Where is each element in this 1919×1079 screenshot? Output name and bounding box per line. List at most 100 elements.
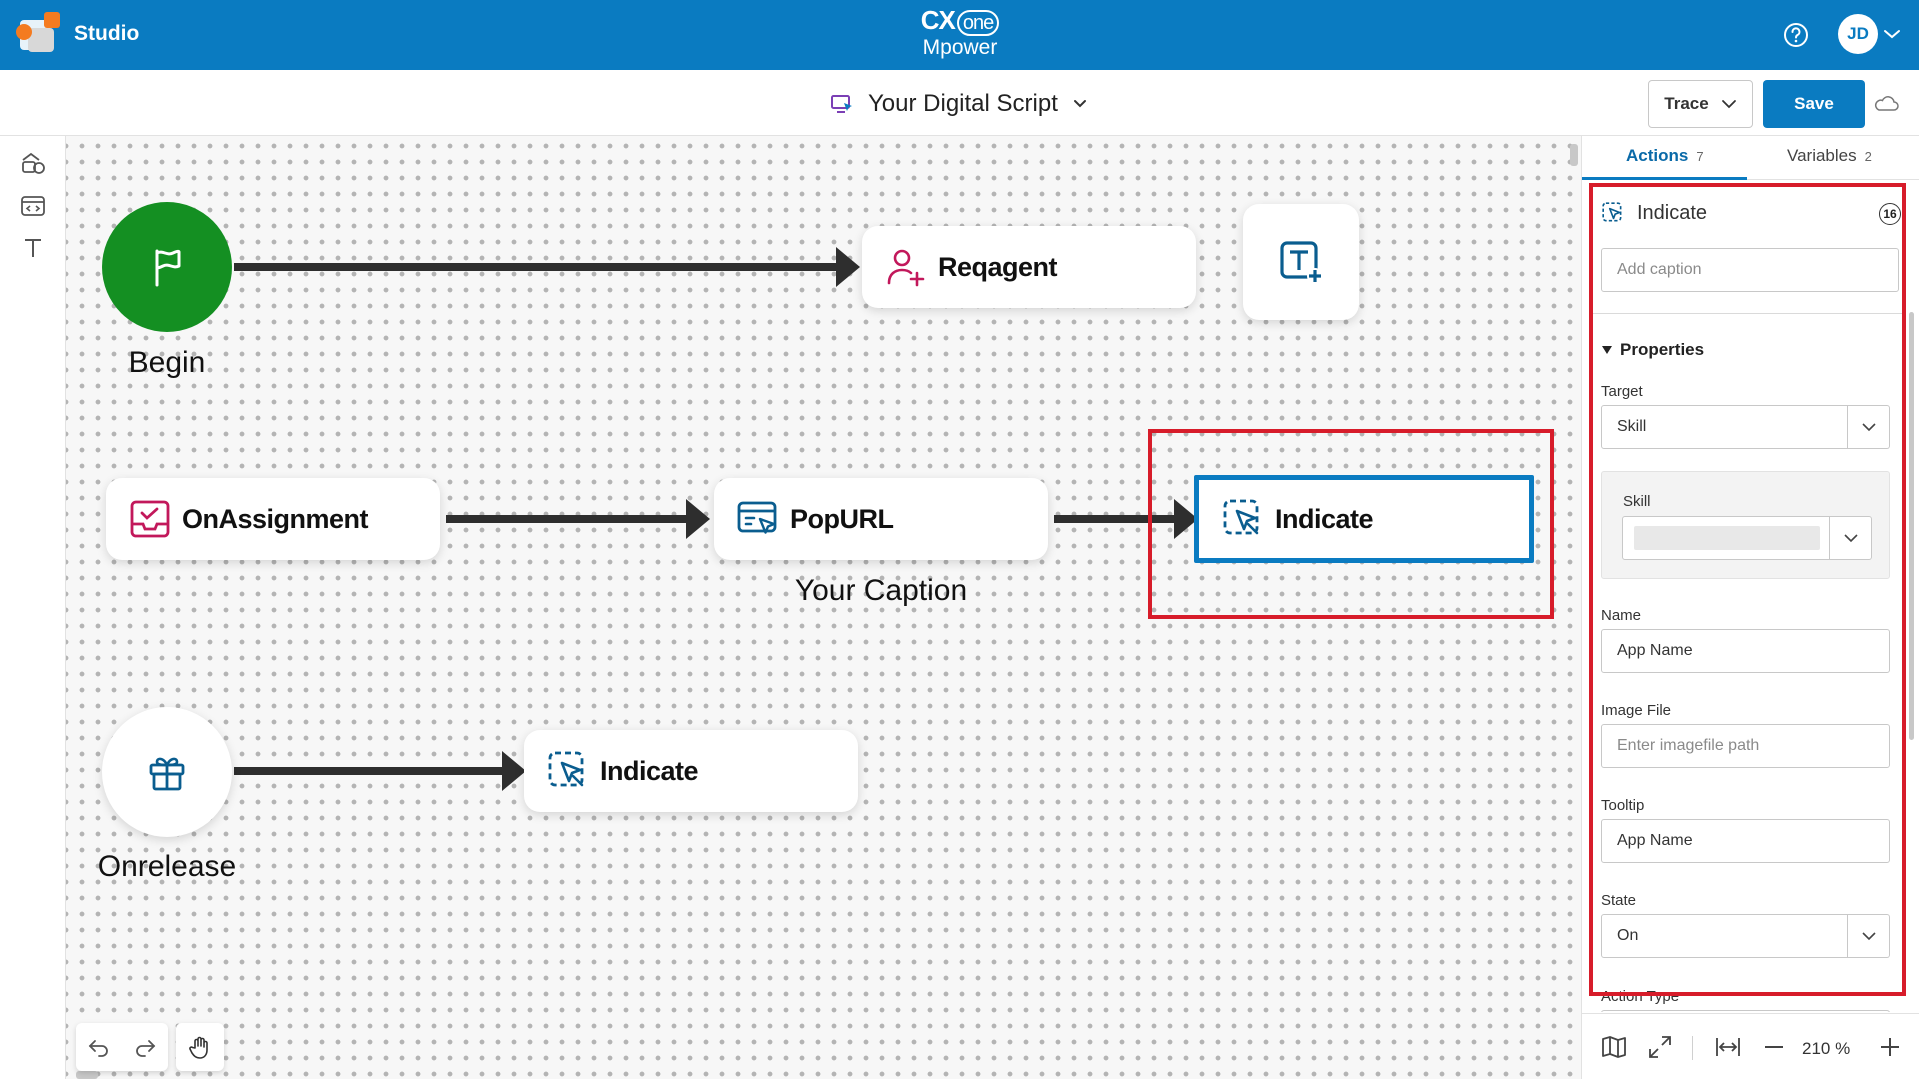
properties-section-toggle[interactable]: Properties [1601,340,1704,360]
map-icon[interactable] [1600,1033,1628,1061]
help-icon[interactable] [1782,21,1810,49]
studio-logo-icon [16,12,60,52]
person-add-icon [887,249,925,287]
target-select[interactable]: Skill [1601,405,1890,449]
tab-actions[interactable]: Actions 7 [1626,146,1704,166]
indicate-node-selected[interactable]: Indicate [1194,475,1534,563]
divider [1692,1036,1693,1060]
cloud-icon [1875,96,1899,111]
tab-variables[interactable]: Variables 2 [1787,146,1872,166]
image-file-input[interactable]: Enter imagefile path [1601,724,1890,768]
chevron-down-icon [1721,100,1736,109]
redo-icon[interactable] [132,1034,158,1060]
indicate-node[interactable]: Indicate [524,730,858,812]
brand-cx: CX [920,5,956,35]
canvas-horizontal-scrollbar[interactable] [76,1071,98,1079]
chevron-down-icon[interactable] [1882,26,1902,42]
text-icon[interactable] [19,234,47,262]
app-name: Studio [74,22,140,45]
pan-hand-button[interactable] [176,1023,224,1071]
node-label: Reqagent [938,251,1058,282]
brand-mpower: Mpower [922,36,998,59]
node-label: PopURL [790,503,894,534]
flag-icon [155,249,181,287]
popurl-node[interactable]: PopURL [714,478,1048,560]
action-type-select-edge[interactable] [1601,1010,1890,1012]
fit-width-icon[interactable] [1714,1033,1742,1061]
chevron-down-icon [1861,423,1876,432]
script-title-dropdown[interactable]: Your Digital Script [830,88,1088,120]
indicate-cursor-icon [1223,499,1259,535]
text-annotation-node[interactable] [1243,204,1359,320]
browser-cursor-icon [737,501,777,534]
node-label: Indicate [1275,503,1374,534]
trace-label: Trace [1664,94,1709,113]
tooltip-input[interactable]: App Name [1601,819,1890,863]
trace-dropdown-button[interactable]: Trace [1648,80,1753,128]
begin-caption: Begin [128,346,206,379]
image-file-label: Image File [1601,702,1672,719]
state-select[interactable]: On [1601,914,1890,958]
tab-label: Variables [1787,146,1857,165]
fullscreen-icon[interactable] [1646,1033,1674,1061]
shapes-icon[interactable] [19,150,47,178]
undo-redo-group [76,1023,168,1071]
chevron-down-icon [1861,932,1876,941]
left-tool-rail [0,136,66,1079]
popurl-caption: Your Caption [794,574,968,607]
chevron-down-icon [1073,100,1086,108]
properties-label: Properties [1620,340,1705,359]
user-avatar[interactable]: JD [1838,14,1878,54]
inbox-check-icon [130,500,170,538]
canvas-vertical-scrollbar[interactable] [1570,144,1578,166]
dropdown-toggle[interactable] [1830,516,1872,560]
text-add-icon [1280,241,1323,284]
selection-highlight-box [1589,183,1906,996]
undo-icon[interactable] [86,1034,112,1060]
indicate-cursor-icon [1602,202,1622,222]
node-label: OnAssignment [182,503,369,534]
divider [1589,313,1906,314]
zoom-out-icon[interactable] [1760,1033,1788,1061]
selection-highlight-box [1148,429,1554,619]
brand-one: one [956,10,1000,36]
indicate-cursor-icon [548,751,584,787]
target-value: Skill [1601,405,1848,449]
snippet-icon[interactable] [19,192,47,220]
name-label: Name [1601,607,1642,624]
tab-count: 2 [1864,148,1872,164]
tab-label: Actions [1626,146,1689,165]
tooltip-label: Tooltip [1601,797,1645,814]
skill-value-placeholder-bar [1634,526,1820,550]
connector-arrow [446,499,710,539]
dropdown-toggle[interactable] [1848,914,1890,958]
state-label: State [1601,892,1637,909]
action-header: Indicate 16 [1601,198,1901,228]
onrelease-caption: Onrelease [97,850,237,883]
node-label: Indicate [600,755,699,786]
onrelease-node[interactable] [102,707,232,837]
hand-icon [189,1036,208,1059]
caption-input[interactable]: Add caption [1601,248,1899,292]
skill-label: Skill [1623,493,1651,510]
reqagent-node[interactable]: Reqagent [862,226,1196,308]
script-title: Your Digital Script [868,90,1058,117]
dropdown-toggle[interactable] [1848,405,1890,449]
connector-arrow [234,751,526,791]
onassignment-node[interactable]: OnAssignment [106,478,440,560]
tab-count: 7 [1696,148,1704,164]
panel-vertical-scrollbar[interactable] [1909,312,1914,740]
zoom-in-icon[interactable] [1876,1033,1904,1061]
begin-node[interactable] [102,202,232,332]
save-button[interactable]: Save [1763,80,1865,128]
chevron-down-icon [1843,534,1858,543]
zoom-level: 210 % [1802,1039,1851,1058]
gift-icon [149,757,185,791]
target-label: Target [1601,383,1643,400]
action-count-badge: 16 [1879,203,1901,225]
name-input[interactable]: App Name [1601,629,1890,673]
action-title: Indicate [1637,201,1708,224]
active-tab-indicator [1582,177,1747,180]
